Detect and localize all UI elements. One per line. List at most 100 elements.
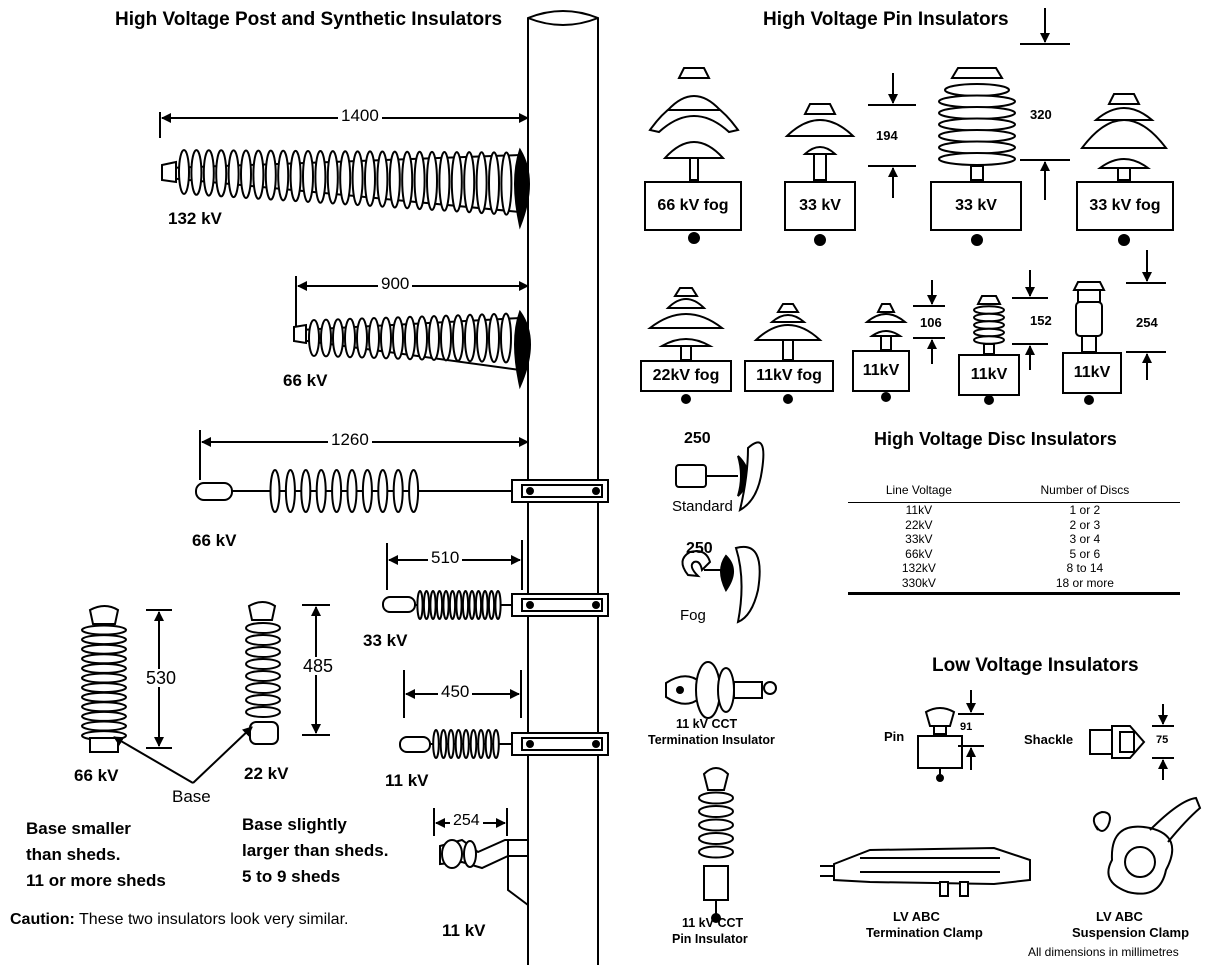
shed bbox=[477, 152, 487, 213]
pin-label-box: 33 kV fog bbox=[1076, 181, 1174, 231]
shed bbox=[241, 150, 251, 198]
note-line: 11 or more sheds bbox=[26, 872, 166, 889]
caution-label: Caution: bbox=[10, 911, 75, 928]
pin-label-box: 11kV fog bbox=[744, 360, 834, 392]
shed bbox=[489, 152, 499, 214]
shed bbox=[453, 315, 463, 361]
shed bbox=[464, 152, 474, 212]
title-low-voltage: Low Voltage Insulators bbox=[932, 656, 1139, 675]
insulator-11kv-synthetic bbox=[400, 670, 608, 758]
shed bbox=[463, 730, 469, 758]
shed bbox=[291, 151, 301, 201]
shed bbox=[477, 314, 487, 361]
shed bbox=[450, 591, 455, 619]
shed bbox=[939, 119, 1015, 131]
shed bbox=[340, 151, 350, 204]
cct-termination-insulator bbox=[666, 662, 776, 718]
column-header: Number of Discs bbox=[990, 480, 1180, 503]
shed bbox=[974, 329, 1004, 337]
footnote: All dimensions in millimetres bbox=[1028, 946, 1179, 958]
title-post-synthetic: High Voltage Post and Synthetic Insulato… bbox=[115, 10, 502, 29]
table-cell: 22kV bbox=[848, 518, 990, 533]
shed bbox=[246, 707, 280, 717]
shed bbox=[82, 635, 126, 644]
shed bbox=[82, 645, 126, 654]
cct-pin-label: Pin Insulator bbox=[672, 933, 748, 946]
dimension-label: 900 bbox=[378, 275, 412, 292]
shed bbox=[82, 702, 126, 711]
table-row: 11kV1 or 2 bbox=[848, 503, 1180, 518]
voltage-label: 66 kV bbox=[283, 372, 327, 389]
shed bbox=[377, 152, 387, 207]
shed bbox=[246, 635, 280, 645]
shed bbox=[471, 730, 477, 758]
shed bbox=[394, 470, 403, 512]
shed bbox=[378, 470, 387, 512]
shed bbox=[345, 319, 355, 357]
table-cell: 11kV bbox=[848, 503, 990, 518]
note-line: Base slightly bbox=[242, 816, 347, 833]
pin-label-box: 11kV bbox=[958, 354, 1020, 396]
shed bbox=[429, 316, 439, 360]
dimension-label: 250 bbox=[684, 431, 711, 447]
insulator-66kv-post bbox=[294, 276, 530, 386]
cct-pin-label: 11 kV CCT bbox=[682, 917, 743, 930]
shed bbox=[465, 315, 475, 361]
shed bbox=[348, 470, 357, 512]
voltage-label: 66 kV bbox=[74, 767, 118, 784]
lv-pin-insulator bbox=[918, 690, 984, 781]
note-line: larger than sheds. bbox=[242, 842, 388, 859]
table-row: 22kV2 or 3 bbox=[848, 518, 1180, 533]
column-header: Line Voltage bbox=[848, 480, 990, 503]
shed bbox=[439, 152, 449, 211]
caution-text: These two insulators look very similar. bbox=[75, 911, 349, 928]
shed bbox=[393, 317, 403, 359]
shed bbox=[486, 730, 492, 758]
shed bbox=[82, 712, 126, 721]
disc-standard-label: Standard bbox=[672, 499, 733, 514]
cct-pin-insulator bbox=[699, 768, 733, 922]
shed bbox=[945, 84, 1009, 96]
shed bbox=[402, 152, 412, 209]
comparison-insulators bbox=[82, 602, 330, 783]
shed bbox=[246, 623, 280, 633]
shed bbox=[974, 321, 1004, 329]
table-cell: 1 or 2 bbox=[990, 503, 1180, 518]
pin-label-box: 66 kV fog bbox=[644, 181, 742, 231]
table-cell: 3 or 4 bbox=[990, 532, 1180, 547]
shed bbox=[699, 820, 733, 831]
shed bbox=[381, 318, 391, 359]
table-cell: 8 to 14 bbox=[990, 561, 1180, 576]
shed bbox=[82, 674, 126, 683]
table-cell: 5 or 6 bbox=[990, 547, 1180, 562]
dimension-label: 254 bbox=[450, 813, 483, 829]
shed bbox=[441, 730, 447, 758]
cct-termination-label: Termination Insulator bbox=[648, 734, 775, 747]
lv-termination-clamp-label: LV ABC bbox=[893, 910, 940, 923]
shed bbox=[478, 730, 484, 758]
shed bbox=[333, 319, 343, 357]
shed bbox=[463, 591, 468, 619]
shed bbox=[216, 150, 226, 196]
shed bbox=[427, 152, 437, 210]
shed bbox=[246, 683, 280, 693]
disc-fog-label: Fog bbox=[680, 608, 706, 623]
shed bbox=[309, 320, 319, 356]
lv-termination-clamp-label: Termination Clamp bbox=[866, 926, 983, 939]
shed bbox=[482, 591, 487, 619]
shed bbox=[456, 730, 462, 758]
shed bbox=[369, 318, 379, 358]
pin-label-box: 33 kV bbox=[784, 181, 856, 231]
dimension-label: 250 bbox=[686, 541, 713, 557]
shed bbox=[469, 591, 474, 619]
caution-note: Caution: These two insulators look very … bbox=[10, 912, 348, 928]
shed bbox=[699, 806, 733, 817]
voltage-label: 66 kV bbox=[192, 532, 236, 549]
shed bbox=[229, 150, 239, 197]
pin-label-box: 11kV bbox=[1062, 352, 1122, 394]
note-line: Base smaller bbox=[26, 820, 131, 837]
note-line: 5 to 9 sheds bbox=[242, 868, 340, 885]
shed bbox=[476, 591, 481, 619]
shed bbox=[495, 591, 500, 619]
shed bbox=[390, 152, 400, 208]
